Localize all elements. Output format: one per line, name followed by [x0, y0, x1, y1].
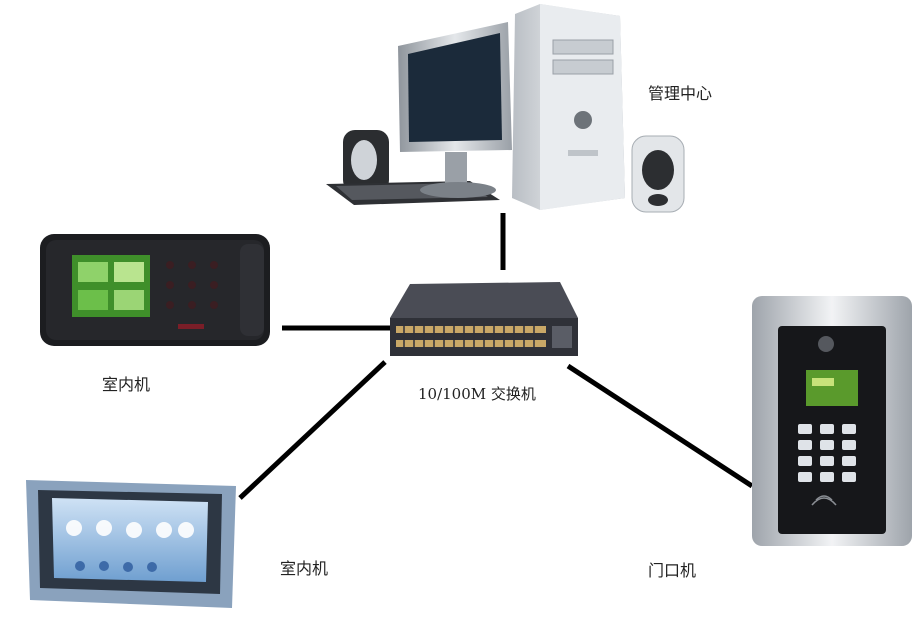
switch-label: 10/100M 交换机	[418, 385, 536, 403]
indoor-unit-1-label: 室内机	[102, 375, 151, 394]
connection-lines	[238, 213, 754, 500]
management-computer-image	[326, 4, 685, 213]
indoor-unit-1-image	[40, 234, 270, 346]
indoor-unit-2-label: 室内机	[280, 559, 329, 578]
edge-switch-door	[566, 363, 754, 489]
door-unit-image	[752, 296, 912, 546]
switch-image	[390, 282, 578, 356]
indoor-unit-2-image	[26, 480, 236, 608]
edge-switch-indoor2	[238, 360, 387, 500]
management-center-label: 管理中心	[648, 84, 713, 103]
door-unit-label: 门口机	[648, 561, 697, 580]
